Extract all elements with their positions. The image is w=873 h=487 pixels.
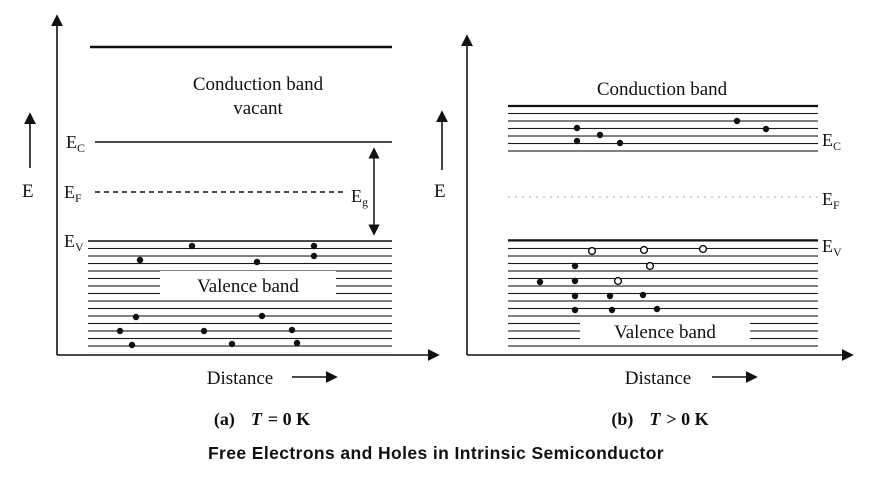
energy-axis-label: E: [22, 181, 34, 202]
ec-label: EC: [822, 130, 841, 153]
valence-band-label: Valence band: [197, 276, 299, 297]
energy-axis-label: E: [434, 181, 446, 202]
figure-caption: Free Electrons and Holes in Intrinsic Se…: [208, 443, 664, 463]
panel-a: E Conduction band vacant EC EF Eg EV: [22, 14, 440, 430]
valence-band-label-bg: [160, 271, 336, 298]
ev-label: EV: [64, 231, 84, 254]
panel-b: E Conduction band EC EF EV: [434, 34, 854, 430]
subcaption-a: (a)T= 0 K: [214, 409, 310, 430]
ef-label: EF: [64, 182, 82, 205]
electron-dots: [536, 262, 661, 314]
distance-label: Distance: [625, 368, 691, 389]
ef-label: EF: [822, 189, 840, 212]
subcaption-b: (b)T> 0 K: [611, 409, 708, 430]
hole-circles: [587, 244, 708, 286]
valence-band-label: Valence band: [614, 322, 716, 343]
ec-label: EC: [66, 132, 85, 155]
eg-label: Eg: [351, 186, 368, 209]
electron-dots: [573, 117, 770, 147]
conduction-band-title: Conduction band: [193, 74, 324, 95]
ev-label: EV: [822, 236, 842, 259]
electron-dots: [116, 242, 318, 349]
conduction-band-subtitle: vacant: [233, 98, 283, 119]
valence-band-label-bg: [580, 317, 750, 344]
conduction-band-title: Conduction band: [597, 79, 728, 100]
conduction-band-hatch: [508, 105, 818, 153]
distance-label: Distance: [207, 368, 273, 389]
